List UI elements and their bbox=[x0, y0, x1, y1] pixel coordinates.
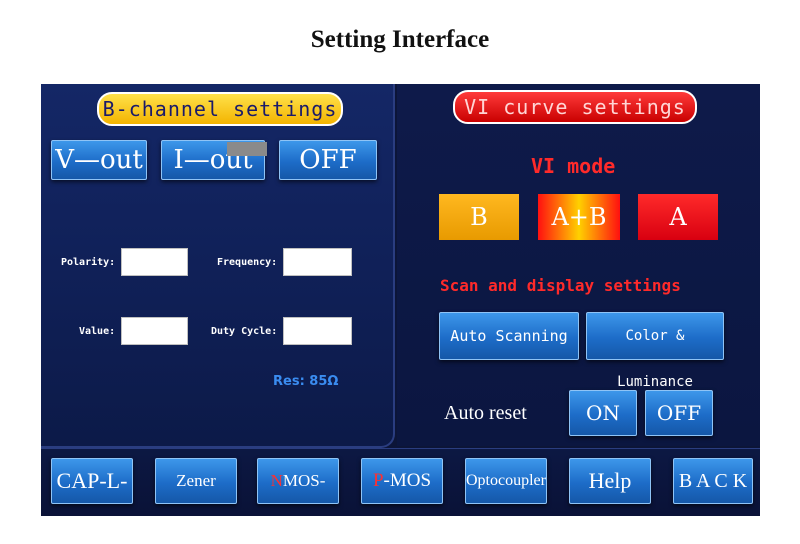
cap-l-c-button[interactable]: CAP-L-C bbox=[51, 458, 133, 516]
nmos-prefix: N bbox=[270, 471, 283, 490]
zener-diode-button[interactable]: Zener diode bbox=[155, 458, 237, 516]
value-field[interactable] bbox=[121, 317, 188, 345]
mode-a-plus-b-button[interactable]: A+B bbox=[538, 194, 620, 240]
back-button[interactable]: B A C K bbox=[673, 458, 753, 504]
help-button[interactable]: Help bbox=[569, 458, 651, 504]
frequency-field[interactable] bbox=[283, 248, 352, 276]
duty-cycle-label: Duty Cycle: bbox=[211, 326, 278, 337]
off-button[interactable]: OFF bbox=[279, 140, 377, 180]
vi-curve-panel bbox=[397, 84, 760, 446]
mode-b-button[interactable]: B bbox=[439, 194, 519, 240]
pmos-label: -MOS bbox=[383, 470, 432, 491]
frequency-label: Frequency: bbox=[217, 257, 278, 268]
pmos-prefix: P bbox=[372, 470, 384, 491]
auto-scanning-button[interactable]: Auto Scanning bbox=[439, 312, 579, 360]
page-title: Setting Interface bbox=[310, 26, 490, 53]
auto-reset-on-button[interactable]: ON bbox=[569, 390, 637, 436]
nmos-igbt-button[interactable]: NMOS-IGBT bbox=[257, 458, 339, 516]
device-screen: B-channel settings V—out I—out OFF Polar… bbox=[41, 84, 760, 516]
vi-mode-label: VI mode bbox=[531, 154, 616, 178]
mode-a-button[interactable]: A bbox=[638, 194, 718, 240]
polarity-field[interactable] bbox=[121, 248, 188, 276]
duty-cycle-field[interactable] bbox=[283, 317, 352, 345]
scan-display-settings-label: Scan and display settings bbox=[440, 276, 681, 295]
b-channel-settings-header: B-channel settings bbox=[97, 92, 343, 126]
optocoupler-button[interactable]: Optocoupler bbox=[465, 458, 547, 504]
nmos-label: MOS-IGBT bbox=[278, 471, 326, 516]
v-out-button[interactable]: V—out bbox=[51, 140, 147, 180]
auto-reset-label: Auto reset bbox=[444, 402, 527, 424]
auto-reset-off-button[interactable]: OFF bbox=[645, 390, 713, 436]
resistance-readout: Res: 85Ω bbox=[273, 374, 339, 389]
color-luminance-button[interactable]: Color & Luminance bbox=[586, 312, 724, 390]
vi-curve-settings-header: VI curve settings bbox=[453, 90, 697, 124]
pmos-button[interactable]: P-MOS bbox=[361, 458, 443, 504]
redaction-patch bbox=[227, 142, 267, 156]
polarity-label: Polarity: bbox=[61, 257, 116, 268]
value-label: Value: bbox=[79, 326, 116, 337]
